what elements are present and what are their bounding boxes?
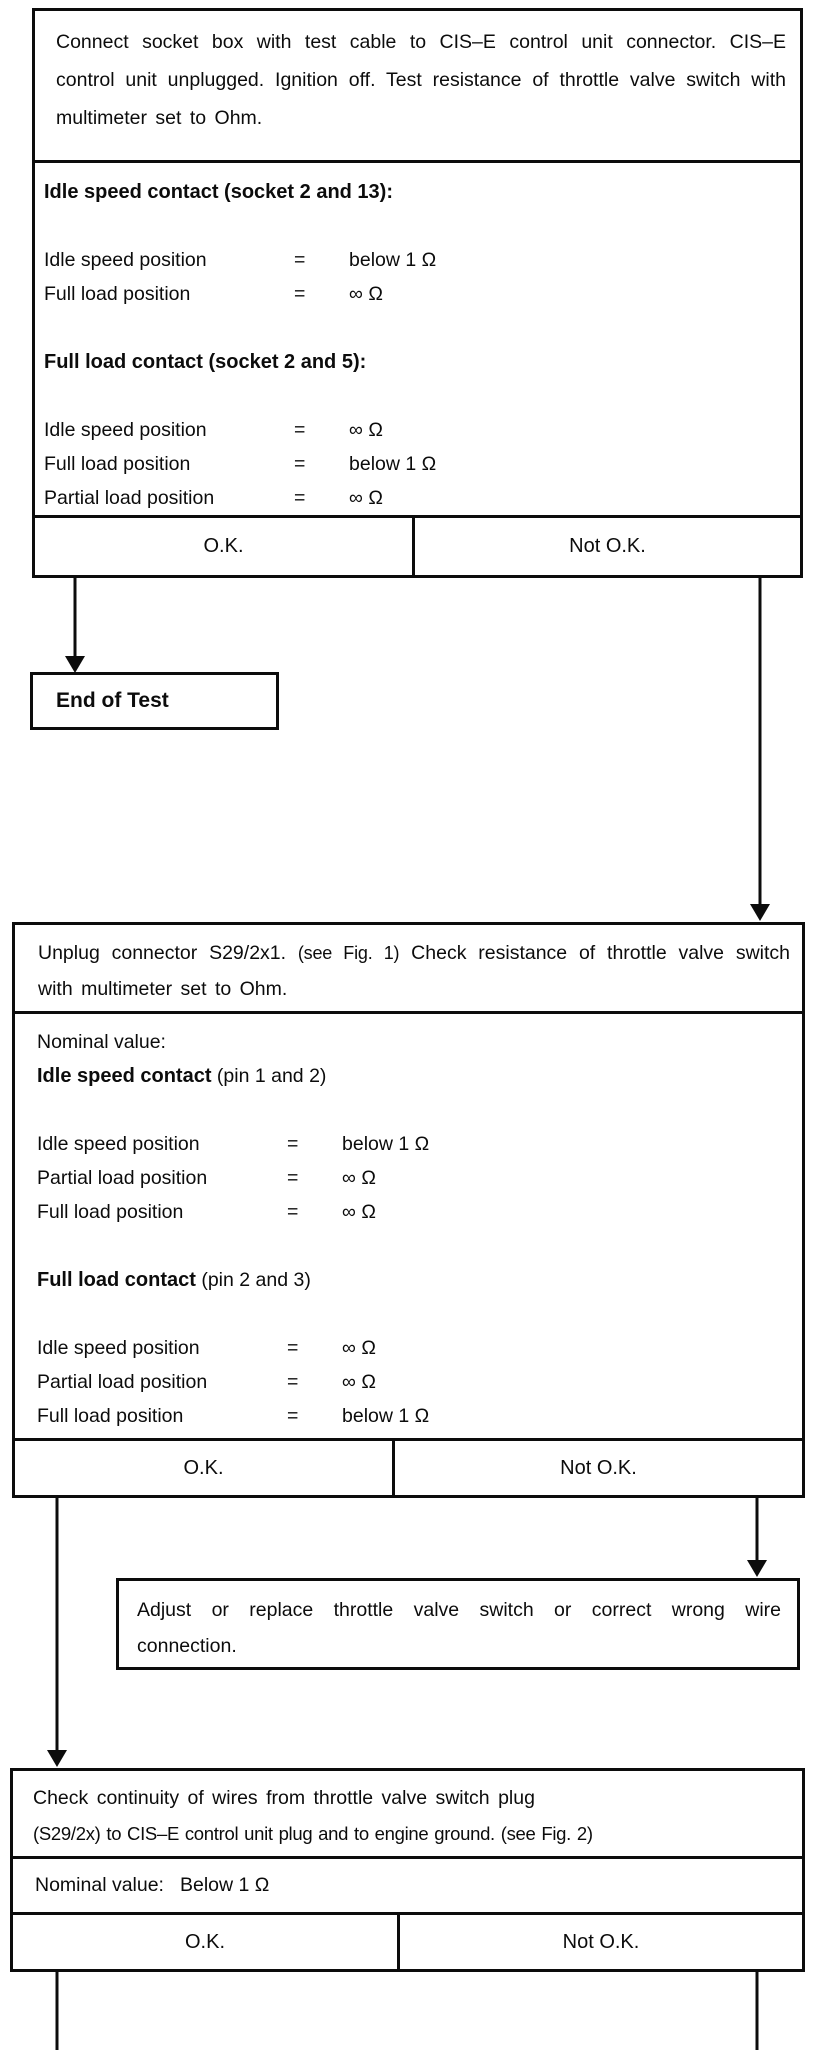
not-ok-cell: Not O.K. bbox=[562, 1930, 640, 1953]
box1-idle-heading: Idle speed contact (socket 2 and 13): bbox=[44, 181, 393, 203]
row-value: ∞ Ω bbox=[349, 283, 383, 305]
box2-full-heading: Full load contact (pin 2 and 3) bbox=[37, 1263, 788, 1297]
box2-instructions: Unplug connector S29/2x1. (see Fig. 1) C… bbox=[15, 925, 802, 1014]
equals-sign: = bbox=[287, 1133, 299, 1155]
box2-full-heading-rest: (pin 2 and 3) bbox=[201, 1269, 311, 1291]
arrowhead-box1-ok bbox=[65, 656, 85, 673]
value-row: Partial load position = ∞ Ω bbox=[44, 481, 786, 515]
row-value: below 1 Ω bbox=[349, 249, 437, 271]
equals-sign: = bbox=[287, 1167, 299, 1189]
box4-line1: Check continuity of wires from throttle … bbox=[33, 1787, 535, 1809]
row-label: Partial load position bbox=[37, 1167, 208, 1189]
ok-cell: O.K. bbox=[15, 1441, 395, 1495]
not-ok-cell: Not O.K. bbox=[569, 535, 646, 557]
box2-fig-reference: (see Fig. 1) bbox=[297, 943, 400, 963]
row-label: Partial load position bbox=[37, 1371, 208, 1393]
box2-intro-rest: Check resistance of throttle valve switc… bbox=[38, 942, 791, 1000]
row-label: Full load position bbox=[44, 283, 191, 305]
value-row: Idle speed position = ∞ Ω bbox=[37, 1331, 788, 1365]
value-row: Full load position = below 1 Ω bbox=[44, 447, 786, 481]
value-row: Idle speed position = below 1 Ω bbox=[44, 243, 786, 277]
value-row: Partial load position = ∞ Ω bbox=[37, 1365, 788, 1399]
value-row: Idle speed position = below 1 Ω bbox=[37, 1127, 788, 1161]
value-row: Full load position = ∞ Ω bbox=[37, 1195, 788, 1229]
box1-result-row: O.K. Not O.K. bbox=[35, 518, 800, 575]
box1-instructions: Connect socket box with test cable to CI… bbox=[35, 11, 800, 163]
box2-intro-main: Unplug connector S29/2x1. bbox=[38, 942, 287, 964]
row-label: Idle speed position bbox=[37, 1337, 200, 1359]
box4-nominal-value: Below 1 Ω bbox=[179, 1874, 270, 1896]
row-value: below 1 Ω bbox=[342, 1405, 430, 1427]
box2-full-heading-bold: Full load contact bbox=[37, 1269, 196, 1291]
value-row: Full load position = ∞ Ω bbox=[44, 277, 786, 311]
box4-instructions: Check continuity of wires from throttle … bbox=[13, 1771, 802, 1859]
box4-line2: (S29/2x) to CIS–E control unit plug and … bbox=[33, 1823, 593, 1844]
equals-sign: = bbox=[294, 453, 306, 475]
row-value: ∞ Ω bbox=[342, 1201, 376, 1223]
value-row: Full load position = below 1 Ω bbox=[37, 1399, 788, 1433]
value-row: Idle speed position = ∞ Ω bbox=[44, 413, 786, 447]
equals-sign: = bbox=[294, 419, 306, 441]
row-value: ∞ Ω bbox=[349, 419, 383, 441]
equals-sign: = bbox=[287, 1337, 299, 1359]
row-value: below 1 Ω bbox=[342, 1133, 430, 1155]
row-label: Idle speed position bbox=[44, 249, 207, 271]
box2-values: Nominal value: Idle speed contact (pin 1… bbox=[15, 1014, 802, 1441]
row-value: below 1 Ω bbox=[349, 453, 437, 475]
equals-sign: = bbox=[294, 283, 306, 305]
row-label: Full load position bbox=[37, 1201, 184, 1223]
equals-sign: = bbox=[287, 1405, 299, 1427]
equals-sign: = bbox=[287, 1201, 299, 1223]
row-value: ∞ Ω bbox=[342, 1371, 376, 1393]
ok-cell: O.K. bbox=[13, 1915, 400, 1969]
arrowhead-box2-notok bbox=[747, 1560, 767, 1577]
row-label: Full load position bbox=[44, 453, 191, 475]
box2-idle-heading-rest: (pin 1 and 2) bbox=[216, 1065, 327, 1087]
box2-result-row: O.K. Not O.K. bbox=[15, 1441, 802, 1495]
box1-full-heading: Full load contact (socket 2 and 5): bbox=[44, 351, 367, 373]
arrowhead-box2-ok bbox=[47, 1750, 67, 1767]
row-label: Partial load position bbox=[44, 487, 215, 509]
box2-idle-heading-bold: Idle speed contact bbox=[37, 1065, 212, 1087]
box2-idle-heading: Idle speed contact (pin 1 and 2) bbox=[37, 1059, 788, 1093]
test-step-box-2: Unplug connector S29/2x1. (see Fig. 1) C… bbox=[12, 922, 805, 1498]
row-label: Idle speed position bbox=[44, 419, 207, 441]
row-value: ∞ Ω bbox=[349, 487, 383, 509]
equals-sign: = bbox=[287, 1371, 299, 1393]
box2-nominal-label: Nominal value: bbox=[37, 1031, 166, 1053]
test-step-box-3: Check continuity of wires from throttle … bbox=[10, 1768, 805, 1972]
not-ok-cell: Not O.K. bbox=[560, 1456, 637, 1479]
box4-nominal-row: Nominal value: Below 1 Ω bbox=[13, 1859, 802, 1915]
row-value: ∞ Ω bbox=[342, 1337, 376, 1359]
end-of-test-box: End of Test bbox=[30, 672, 279, 730]
row-label: Full load position bbox=[37, 1405, 184, 1427]
row-label: Idle speed position bbox=[37, 1133, 200, 1155]
equals-sign: = bbox=[294, 487, 306, 509]
ok-cell: O.K. bbox=[35, 518, 415, 575]
box1-values: Idle speed contact (socket 2 and 13): Id… bbox=[35, 163, 800, 518]
corrective-action-box: Adjust or replace throttle valve switch … bbox=[116, 1578, 800, 1670]
value-row: Partial load position = ∞ Ω bbox=[37, 1161, 788, 1195]
test-step-box-1: Connect socket box with test cable to CI… bbox=[32, 8, 803, 578]
row-value: ∞ Ω bbox=[342, 1167, 376, 1189]
box4-result-row: O.K. Not O.K. bbox=[13, 1915, 802, 1969]
equals-sign: = bbox=[294, 249, 306, 271]
arrowhead-box1-notok bbox=[750, 904, 770, 921]
box4-nominal-label: Nominal value: bbox=[35, 1874, 164, 1896]
